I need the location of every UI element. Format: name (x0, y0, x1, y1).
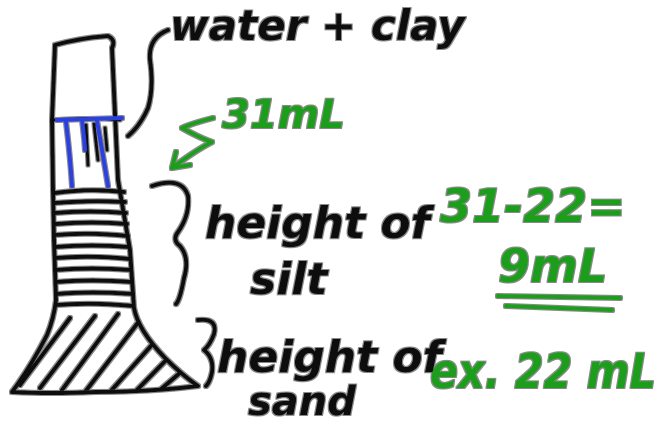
silt-brace (150, 180, 191, 306)
silt-label-line1: height of (205, 198, 435, 249)
sand-example-label: ex. 22 mL (430, 344, 656, 400)
silt-calc-line2: 9mL (498, 239, 607, 293)
calc-underline (496, 294, 622, 312)
sand-layer (18, 312, 190, 392)
silt-layer (53, 188, 135, 308)
sand-label-line2: sand (248, 379, 356, 423)
silt-label-line2: silt (250, 254, 329, 305)
reading-31ml-label: 31mL (222, 92, 345, 138)
water-clay-label: water + clay (170, 1, 466, 50)
silt-calc-line1: 31-22= (440, 179, 626, 233)
water-clay-pointer (126, 28, 170, 138)
sand-brace (196, 317, 217, 388)
sand-label-line1: height of (217, 332, 447, 383)
sediment-column (10, 34, 200, 395)
reading-arrow (170, 116, 215, 170)
water-clay-layer (52, 117, 122, 167)
water-level-lines (55, 116, 124, 188)
